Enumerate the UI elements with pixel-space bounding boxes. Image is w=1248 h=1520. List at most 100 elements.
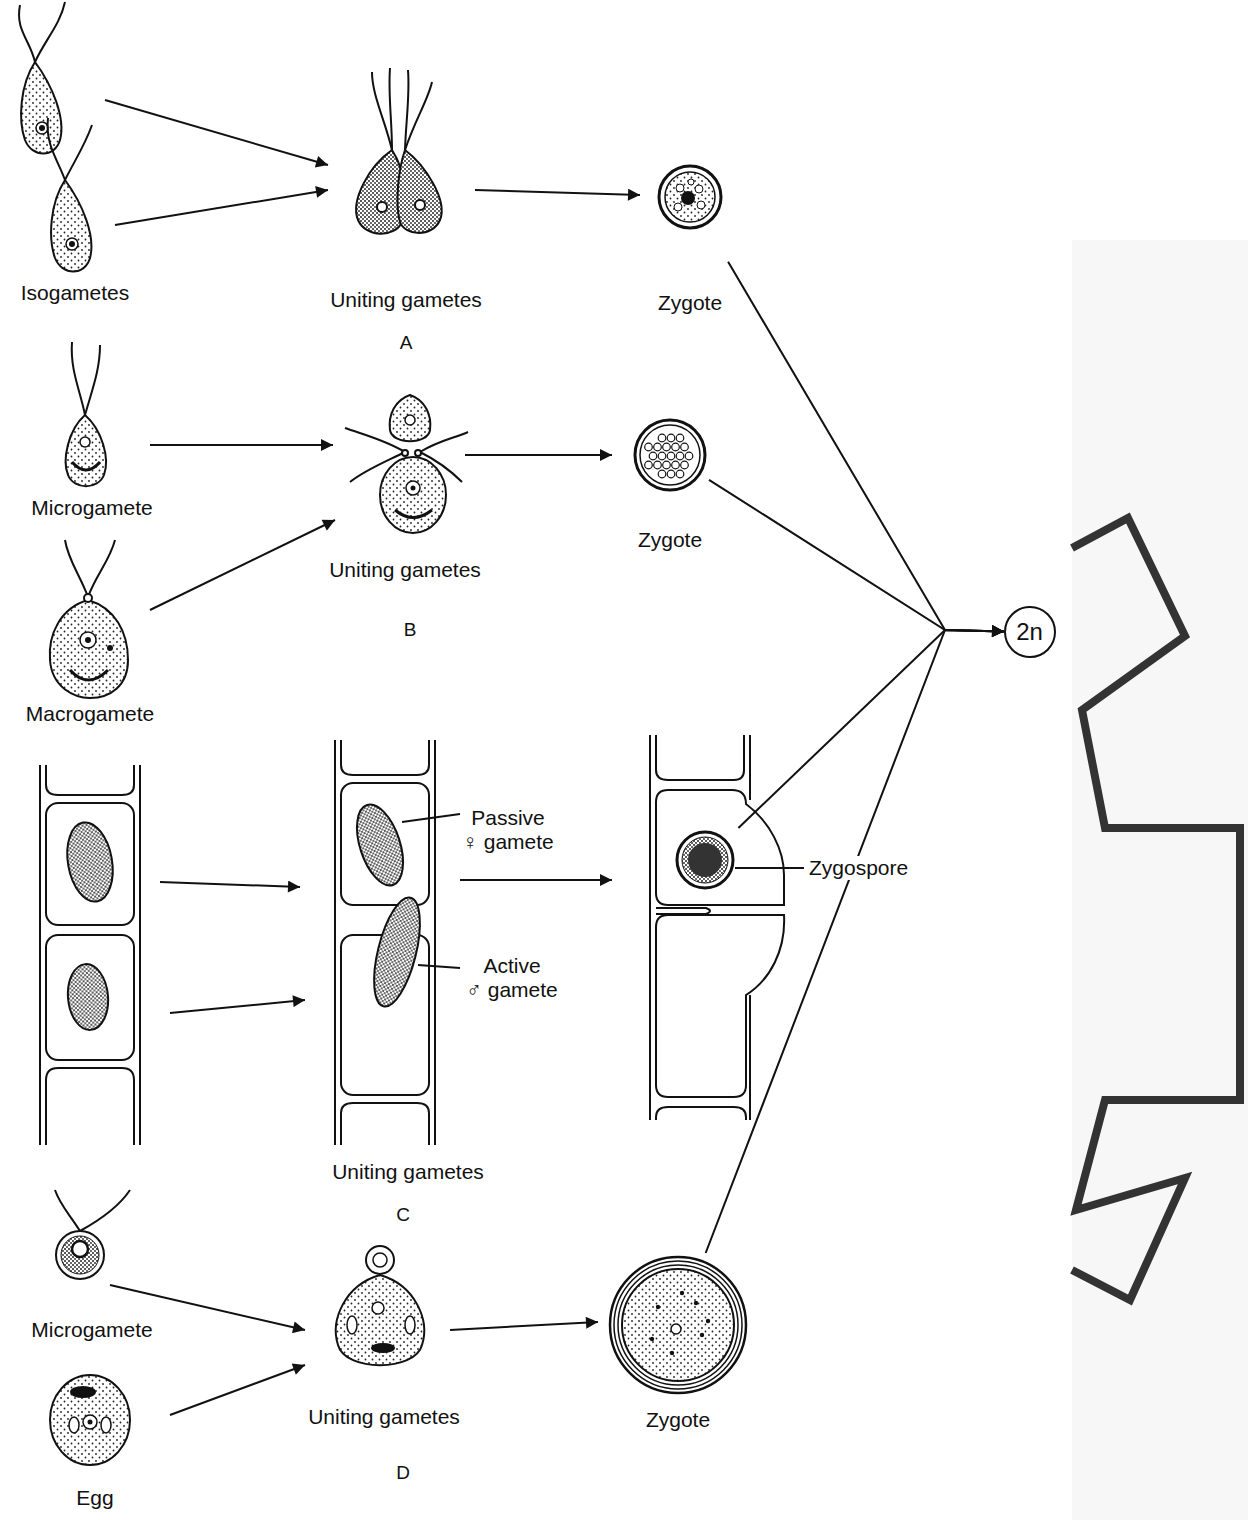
part-label: Microgamete	[30, 496, 153, 520]
zygote-drawing	[667, 452, 675, 460]
zygote-drawing	[645, 461, 653, 469]
figure-letter: B	[403, 619, 418, 641]
macrogamete	[70, 670, 108, 680]
macrogamete	[85, 637, 91, 643]
egg	[50, 1375, 130, 1465]
stage-arrow	[460, 879, 612, 881]
stage-arrow	[105, 100, 328, 165]
uniting-oogametes	[336, 1246, 424, 1365]
microgamete	[72, 462, 100, 470]
isogamete	[35, 2, 65, 62]
zygote-drawing	[650, 1337, 654, 1341]
zygote-drawing	[640, 425, 700, 485]
isogamete	[48, 118, 65, 180]
egg	[88, 1420, 93, 1425]
egg	[50, 1375, 130, 1465]
stage-arrow	[170, 1000, 305, 1013]
zygote-drawing	[645, 443, 653, 451]
figure-letter: C	[395, 1204, 411, 1226]
stage-arrow	[115, 190, 328, 225]
node-text: Zygote	[637, 528, 703, 552]
zygospore-filament	[656, 915, 784, 1097]
zygospore-drawing	[688, 843, 722, 877]
microgamete	[55, 1190, 80, 1231]
zygote-drawing	[614, 1261, 742, 1389]
zygote-drawing	[655, 162, 725, 232]
conjugating-filament	[348, 799, 412, 891]
zygote-drawing	[676, 470, 684, 478]
zygote-drawing	[706, 1319, 710, 1323]
egg	[101, 1417, 111, 1433]
conjugating-filament	[341, 1103, 429, 1145]
isogamete	[39, 125, 45, 131]
egg	[83, 1415, 97, 1429]
part-label: Uniting gametes	[331, 1160, 485, 1184]
zygote-drawing	[681, 443, 689, 451]
zygote-drawing	[622, 1269, 734, 1381]
zygote-drawing	[658, 470, 666, 478]
zygospore-filament	[650, 735, 750, 1120]
side-panel	[1072, 518, 1240, 1300]
stage-arrow	[150, 520, 335, 610]
zygospore-filament	[656, 790, 784, 905]
uniting-oogametes	[372, 1344, 394, 1352]
uniting-anisogametes	[345, 395, 468, 533]
uniting-isogametes	[405, 70, 409, 150]
uniting-anisogametes	[406, 481, 420, 495]
uniting-oogametes	[366, 1246, 394, 1274]
zygote-drawing	[670, 1351, 674, 1355]
zygospore-node: Zygospore	[673, 828, 913, 892]
zygote-drawing	[688, 179, 694, 185]
egg	[69, 1417, 79, 1433]
zygospore-filament	[656, 1107, 746, 1120]
microgamete	[72, 1241, 88, 1257]
zygote-drawing	[667, 470, 675, 478]
zygote-node: Zygote	[631, 416, 709, 556]
uniting-isogametes	[405, 82, 432, 150]
zygote-node: Zygote	[652, 162, 728, 319]
macrogamete	[88, 540, 115, 597]
macrogamete	[80, 632, 96, 648]
part-label: Uniting gametes	[307, 1405, 461, 1429]
macrogamete	[107, 645, 113, 651]
microgamete	[61, 1236, 99, 1274]
part-label: Uniting gametes	[329, 288, 483, 312]
node-text: Zygospore	[808, 856, 909, 880]
uniting-isogametes	[356, 68, 441, 234]
uniting-isogametes	[389, 68, 392, 150]
zygote-drawing	[672, 461, 680, 469]
isogamete	[51, 180, 91, 272]
zygote-drawing	[697, 201, 705, 209]
zygote-drawing	[676, 184, 684, 192]
zygote-node: Zygote	[606, 1253, 750, 1436]
zygote-drawing	[663, 461, 671, 469]
left-filament	[46, 803, 134, 925]
zygospore-filament	[656, 735, 744, 780]
part-label: Microgamete	[30, 1318, 153, 1342]
zygospore-filament	[656, 908, 710, 914]
left-filament	[46, 765, 134, 795]
microgamete	[66, 415, 106, 486]
microgamete	[72, 342, 85, 415]
merge-connector	[709, 480, 1004, 632]
part-label: Egg	[75, 1486, 114, 1510]
zygote-drawing	[674, 203, 682, 211]
zygote-drawing	[654, 443, 662, 451]
macrogamete	[65, 540, 88, 597]
left-filament	[46, 1068, 134, 1145]
isogamete	[69, 241, 75, 247]
figure-letter: D	[395, 1462, 411, 1484]
uniting-anisogametes	[411, 486, 416, 491]
conjugating-filament	[335, 740, 435, 1145]
zygote-drawing	[635, 420, 705, 490]
zygote-drawing	[672, 443, 680, 451]
zygote-drawing	[658, 434, 666, 442]
label-line: Active	[466, 954, 558, 978]
zygote-drawing	[610, 1257, 746, 1393]
stage-arrow	[105, 100, 640, 1415]
label-line: Passive	[462, 806, 554, 830]
zygote-drawing	[676, 452, 684, 460]
uniting-anisogametes	[402, 450, 408, 456]
uniting-oogametes	[372, 1302, 384, 1314]
zygote-drawing	[656, 1305, 660, 1309]
